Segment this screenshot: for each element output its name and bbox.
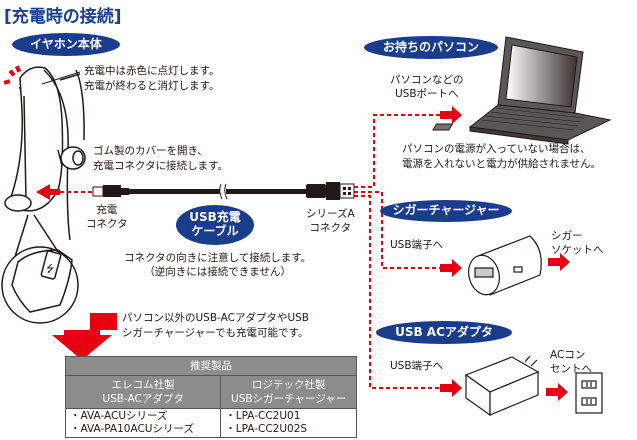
cover-note-line2: 充電コネクタに接続します。 [93, 160, 229, 172]
dashed-route-lines [354, 114, 440, 389]
pc-port-label-line1: パソコンなどの [390, 74, 464, 86]
pc-power-note-line1: パソコンの電源が入っていない場合は、 [402, 143, 591, 155]
usb-cable-pill: USB充電 ケーブル [176, 205, 254, 245]
maker-logitec: ロジテック社製 [251, 379, 326, 391]
maker-elecom: エレコム社製 [111, 379, 175, 391]
cover-note: ゴム製のカバーを開き、 充電コネクタに接続します。 [93, 144, 228, 174]
usb-cable-pill-line1: USB充電 [189, 210, 241, 225]
usb-cable-icon [92, 182, 355, 200]
pc-port-label-line2: USBポートへ [394, 88, 459, 100]
orientation-note: コネクタの向きに注意して接続します。 （逆向きには接続できません） [124, 251, 311, 279]
orientation-note-line2: （逆向きには接続できません） [144, 266, 291, 278]
red-arrow-left-icon [36, 184, 92, 200]
list-item: ・LPA-CC2U01 [225, 410, 301, 422]
column-header-logitec: ロジテック社製 USBシガーチャージャー [220, 375, 357, 409]
type-elecom: USB-ACアダプタ [102, 393, 184, 405]
pc-port-label: パソコンなどの USBポートへ [390, 73, 464, 101]
cigar-socket-label: シガー ソケットへ [551, 229, 604, 257]
pc-pill: お持ちのパソコン [364, 36, 498, 59]
cigar-usb-label: USB端子へ [390, 239, 444, 251]
svg-text:⭍: ⭍ [46, 263, 54, 275]
pc-power-note-line2: 電源を入れないと電力が供給されません。 [402, 158, 602, 170]
charge-connector-label-line1: 充電 [96, 204, 118, 216]
red-arrow-down-icon [52, 313, 117, 360]
table-title: 推奨製品 [65, 356, 357, 376]
table-header-row: 推奨製品 [65, 356, 357, 376]
elecom-items-cell: ・AVA-ACUシリーズ ・AVA-PA10ACUシリーズ [64, 408, 222, 438]
cigar-socket-label-line1: シガー [551, 230, 583, 242]
ac-outlet-label: ACコン セントへ [550, 348, 592, 376]
ac-adapter-pill: USB ACアダプタ [376, 321, 512, 344]
series-a-label-line1: シリーズA [306, 208, 355, 220]
led-note-line1: 充電中は赤色に点灯します。 [84, 65, 220, 77]
series-a-label: シリーズA コネクタ [306, 207, 355, 235]
connector-zoom-icon: ⭍ [1, 214, 79, 324]
pc-power-note: パソコンの電源が入っていない場合は、 電源を入れないと電力が供給されません。 [402, 142, 601, 172]
series-a-label-line2: コネクタ [309, 222, 352, 234]
usb-cable-pill-line2: ケーブル [191, 224, 239, 238]
alt-charger-note-line2: シガーチャージャーでも充電可能です。 [122, 327, 309, 339]
ac-outlet-label-line1: ACコン [550, 349, 586, 361]
cover-note-line1: ゴム製のカバーを開き、 [93, 145, 208, 157]
cigar-charger-icon [468, 235, 542, 296]
ac-outlet-icon [575, 372, 603, 414]
list-item: ・LPA-CC2U02S [225, 423, 308, 435]
ac-usb-label: USB端子へ [390, 360, 444, 372]
earphone-body-pill: イヤホン本体 [12, 33, 120, 56]
alt-charger-note-line1: パソコン以外のUSB-ACアダプタやUSB [122, 312, 309, 324]
list-item: ・AVA-PA10ACUシリーズ [70, 423, 194, 435]
orientation-note-line1: コネクタの向きに注意して接続します。 [124, 252, 312, 264]
cigar-socket-label-line2: ソケットへ [551, 244, 604, 256]
led-pointer-line [41, 71, 81, 85]
recommended-products-table: 推奨製品 エレコム社製 USB-ACアダプタ ロジテック社製 USBシガーチャー… [64, 356, 357, 438]
list-item: ・AVA-ACUシリーズ [70, 410, 168, 422]
alt-charger-note: パソコン以外のUSB-ACアダプタやUSB シガーチャージャーでも充電可能です。 [122, 311, 309, 341]
charge-connector-label: 充電 コネクタ [86, 203, 128, 231]
table-maker-row: エレコム社製 USB-ACアダプタ ロジテック社製 USBシガーチャージャー [64, 375, 357, 409]
laptop-icon [432, 36, 612, 145]
table-row: ・AVA-ACUシリーズ ・AVA-PA10ACUシリーズ ・LPA-CC2U0… [64, 408, 357, 438]
type-logitec: USBシガーチャージャー [231, 393, 347, 405]
earphone-body-icon [4, 66, 86, 241]
logitec-items-cell: ・LPA-CC2U01 ・LPA-CC2U02S [220, 408, 357, 438]
ac-outlet-label-line2: セントへ [550, 363, 592, 375]
red-arrow-right-icon [440, 106, 570, 401]
column-header-elecom: エレコム社製 USB-ACアダプタ [64, 375, 222, 409]
charge-connector-label-line2: コネクタ [86, 218, 128, 230]
ac-adapter-icon [464, 355, 540, 417]
cigar-charger-pill: シガーチャージャー [380, 200, 512, 222]
led-note-line2: 充電が終わると消灯します。 [84, 80, 220, 92]
led-note: 充電中は赤色に点灯します。 充電が終わると消灯します。 [84, 64, 219, 94]
page-title: [充電時の接続] [4, 7, 122, 27]
